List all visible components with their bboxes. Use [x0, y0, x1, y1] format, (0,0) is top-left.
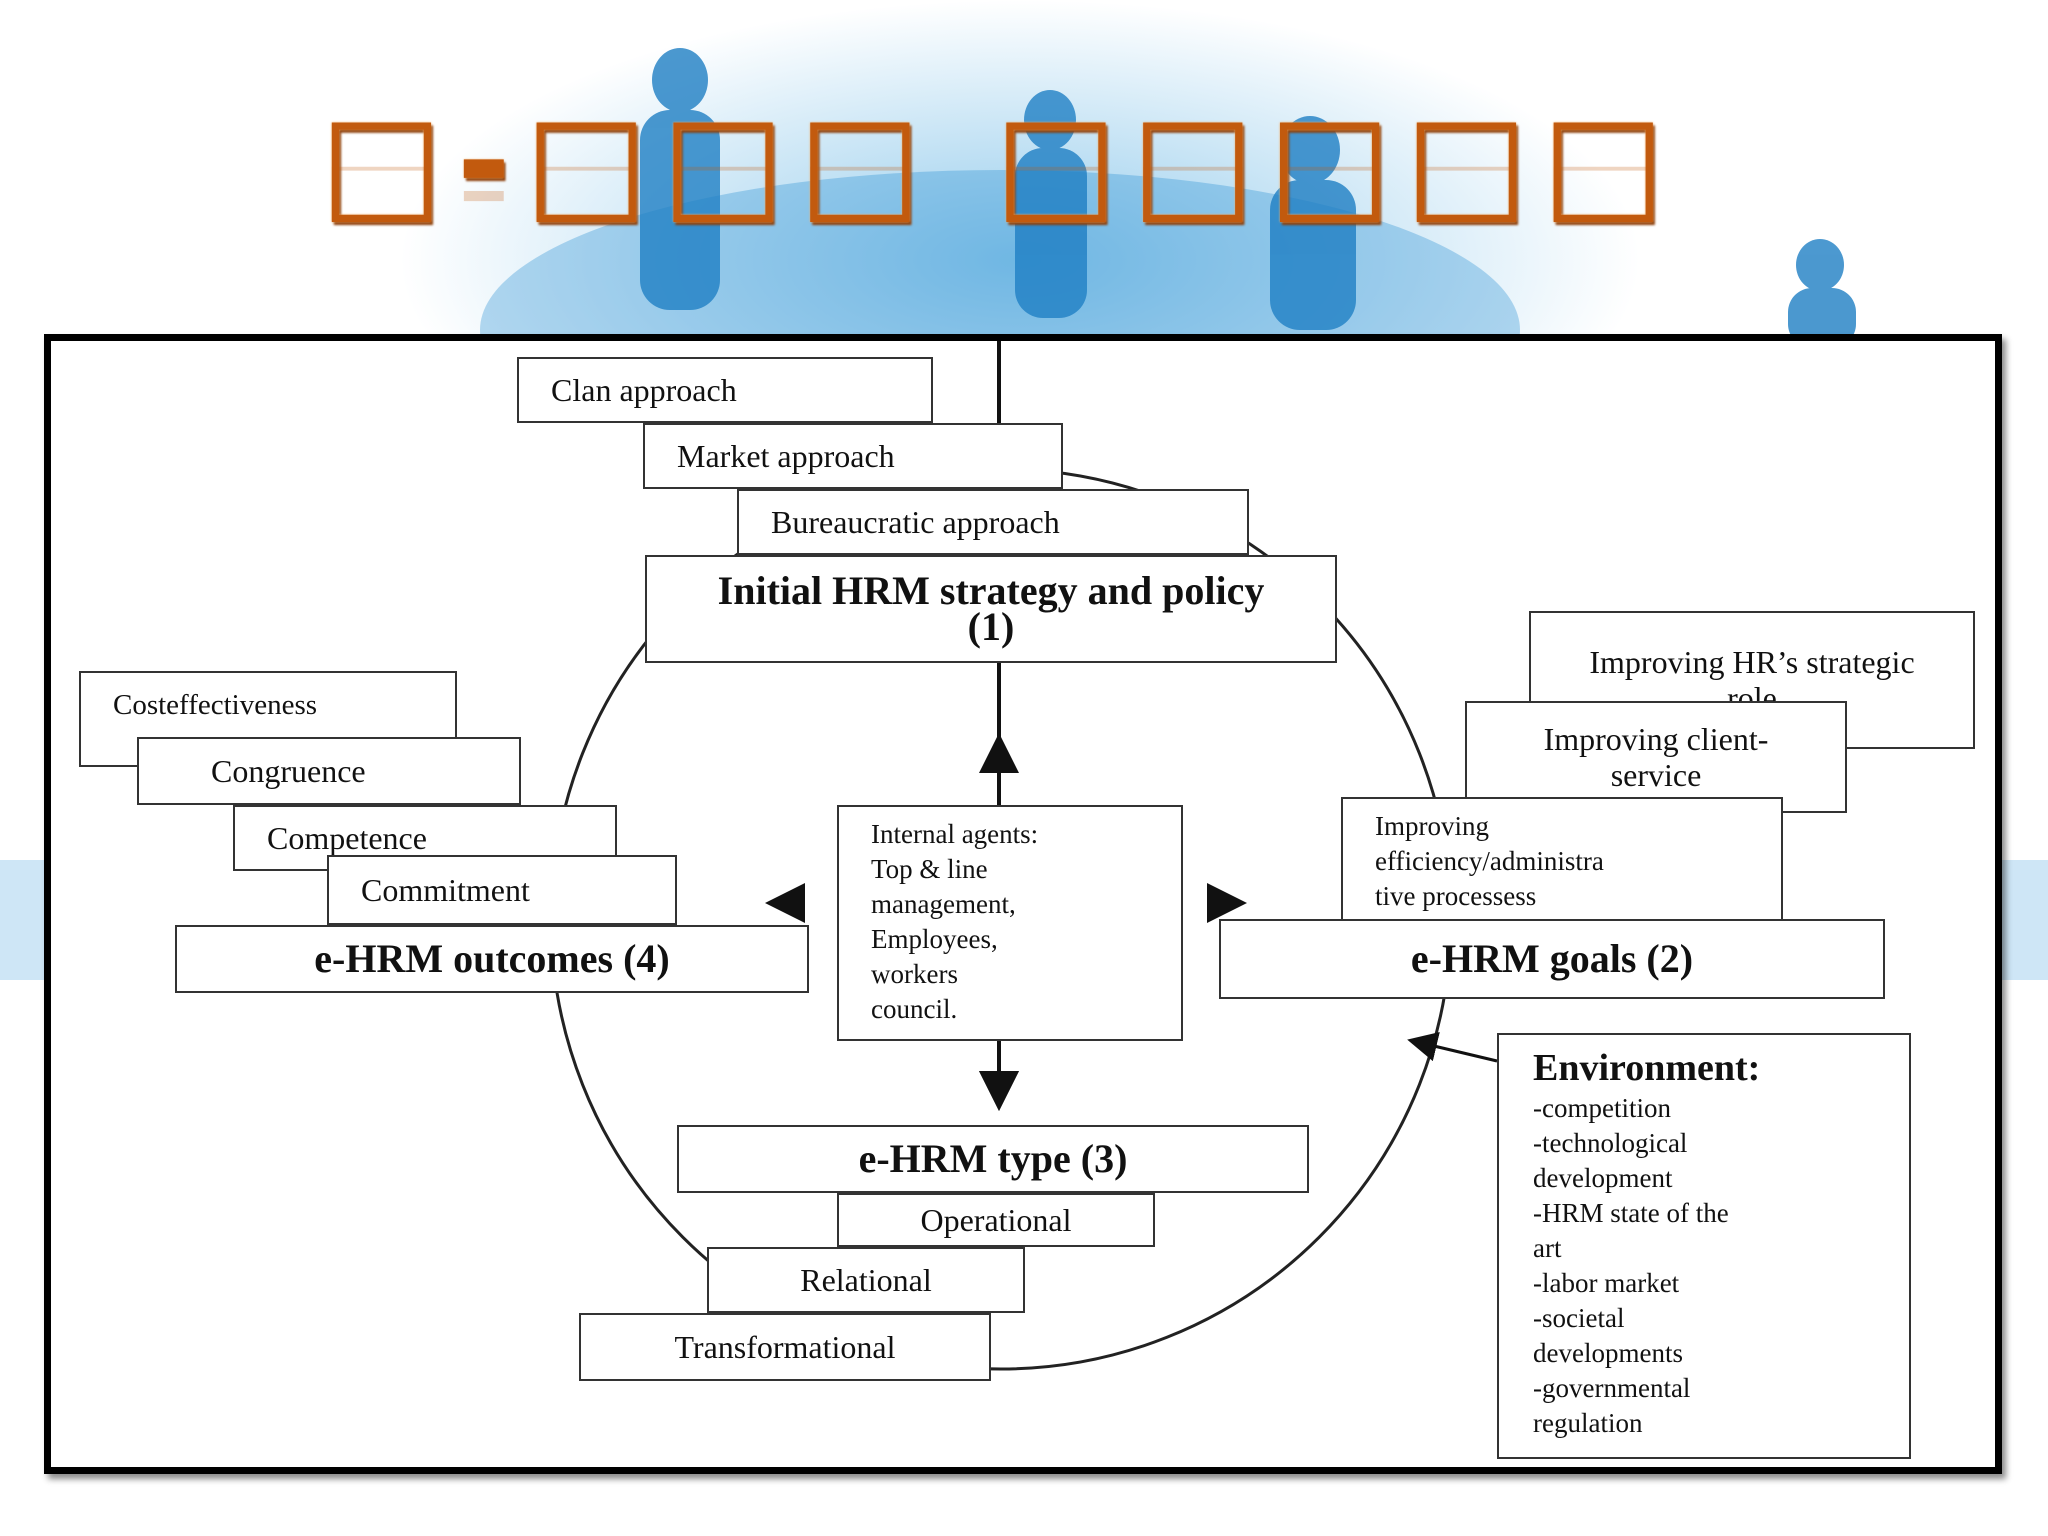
goal-efficiency: Improving efficiency/administra tive pro… — [1341, 797, 1783, 921]
slide-title-reflection: □-□□□ □□□□□ — [320, 158, 1679, 243]
environment-box: Environment: -competition -technological… — [1497, 1033, 1911, 1459]
type-operational: Operational — [837, 1193, 1155, 1247]
strategy-box: Initial HRM strategy and policy (1) — [645, 555, 1337, 663]
approach-clan: Clan approach — [517, 357, 933, 423]
outcome-commitment: Commitment — [327, 855, 677, 925]
approach-bureaucratic: Bureaucratic approach — [737, 489, 1249, 555]
approach-market: Market approach — [643, 423, 1063, 489]
diagram-frame: Clan approach Market approach Bureaucrat… — [44, 334, 2002, 1474]
people-silhouettes — [640, 48, 1856, 348]
type-transformational: Transformational — [579, 1313, 991, 1381]
internal-agents-box: Internal agents: Top & line management, … — [837, 805, 1183, 1041]
environment-list: -competition -technological development … — [1533, 1093, 1729, 1438]
outcome-congruence: Congruence — [137, 737, 521, 805]
outcomes-box: e-HRM outcomes (4) — [175, 925, 809, 993]
environment-title: Environment: — [1533, 1047, 1761, 1089]
type-relational: Relational — [707, 1247, 1025, 1313]
arrow-environment — [1407, 1031, 1498, 1063]
slide-title: □-□□□ □□□□□ — [320, 85, 1679, 237]
type-box: e-HRM type (3) — [677, 1125, 1309, 1193]
goal-client-service: Improving client-service — [1465, 701, 1847, 813]
goals-box: e-HRM goals (2) — [1219, 919, 1885, 999]
